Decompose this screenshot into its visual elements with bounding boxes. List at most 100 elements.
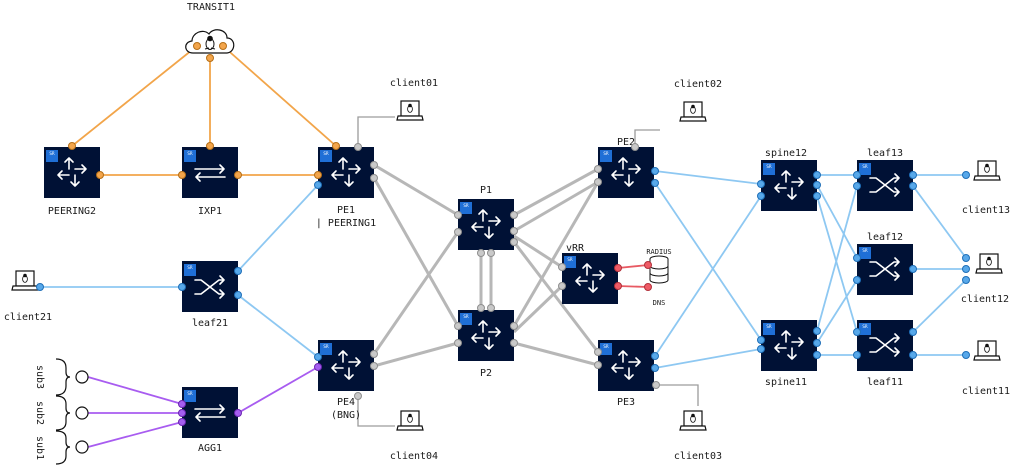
ixp1-bridge[interactable]: SR (182, 147, 238, 198)
peering2-router[interactable]: SR (44, 147, 100, 198)
port (178, 418, 186, 426)
port (853, 171, 861, 179)
client01-laptop[interactable] (396, 100, 424, 121)
links-grey (372, 163, 600, 368)
router-icon (774, 170, 804, 200)
sub1-circle[interactable] (75, 440, 89, 454)
port (651, 364, 659, 372)
subscriber-group: sub3 sub2 sub1 (34, 358, 89, 465)
leaf12-switch[interactable]: SR (857, 244, 913, 295)
sr-badge-text: SR (862, 248, 868, 253)
port (853, 328, 861, 336)
p2-label: P2 (480, 368, 492, 379)
sr-badge (320, 150, 332, 162)
p1-router[interactable]: SR (458, 199, 514, 250)
port (594, 178, 602, 186)
port (651, 167, 659, 175)
leaf21-switch[interactable]: SR (182, 261, 238, 312)
pe2-router[interactable]: SR (598, 147, 654, 198)
switch-icon (869, 333, 900, 357)
leaf21-label: leaf21 (192, 318, 228, 329)
laptop-icon (11, 270, 39, 291)
transit1-label: TRANSIT1 (187, 2, 235, 13)
port (178, 171, 186, 179)
port (813, 327, 821, 335)
laptop-icon (973, 160, 1001, 181)
sub3-brace (55, 358, 71, 396)
client04-laptop[interactable] (396, 410, 424, 431)
links-client-thin (357, 116, 699, 427)
agg1-label: AGG1 (198, 443, 222, 454)
linux-penguin-icon (204, 35, 216, 50)
port (510, 238, 518, 246)
client13-laptop[interactable] (973, 160, 1001, 181)
p2-router[interactable]: SR (458, 310, 514, 361)
port (594, 348, 602, 356)
spine11-router[interactable]: SR (761, 320, 817, 371)
sub2-circle[interactable] (75, 406, 89, 420)
port (314, 363, 322, 371)
p1-label: P1 (480, 185, 492, 196)
port (962, 265, 970, 273)
client12-laptop[interactable] (975, 253, 1003, 274)
port (909, 182, 917, 190)
links-blue (40, 170, 967, 369)
sub1-label: sub1 (34, 436, 45, 460)
router-icon (57, 157, 87, 187)
client11-laptop[interactable] (973, 340, 1001, 361)
port (813, 192, 821, 200)
client02-laptop[interactable] (679, 101, 707, 122)
router-icon (611, 350, 641, 380)
sr-badge-text: SR (49, 151, 55, 156)
laptop-icon (396, 100, 424, 121)
port (594, 165, 602, 173)
sr-badge-text: SR (603, 151, 609, 156)
port (594, 361, 602, 369)
router-icon (331, 350, 361, 380)
port (813, 351, 821, 359)
client04-label: client04 (390, 451, 438, 462)
sr-badge-text: SR (463, 203, 469, 208)
port (813, 181, 821, 189)
pe3-router[interactable]: SR (598, 340, 654, 391)
port (234, 409, 242, 417)
spine12-router[interactable]: SR (761, 160, 817, 211)
leaf13-switch[interactable]: SR (857, 160, 913, 211)
port (853, 351, 861, 359)
database-icon[interactable] (649, 255, 669, 284)
pe4-router[interactable]: SR (318, 340, 374, 391)
pe4-label: PE4 (337, 397, 355, 408)
links-purple (87, 366, 319, 448)
client21-laptop[interactable] (11, 270, 39, 291)
laptop-icon (396, 410, 424, 431)
client21-label: client21 (4, 312, 52, 323)
transit1-cloud[interactable] (185, 29, 235, 54)
bridge-icon (194, 164, 226, 182)
port (651, 352, 659, 360)
sub2-label: sub2 (34, 401, 45, 425)
port (206, 142, 214, 150)
port (314, 181, 322, 189)
pe1-router[interactable]: SR (318, 147, 374, 198)
port (510, 227, 518, 235)
client03-laptop[interactable] (679, 410, 707, 431)
port (510, 339, 518, 347)
sub3-circle[interactable] (75, 370, 89, 384)
sr-badge (859, 247, 871, 259)
port (206, 54, 214, 62)
leaf11-switch[interactable]: SR (857, 320, 913, 371)
sub2-brace (55, 395, 71, 431)
agg1-bridge[interactable]: SR (182, 387, 238, 438)
pe4-sublabel: (BNG) (331, 410, 361, 421)
vrr-router[interactable]: SR (562, 253, 618, 304)
sr-badge (600, 343, 612, 355)
sr-badge (184, 150, 196, 162)
port (234, 171, 242, 179)
router-icon (471, 320, 501, 350)
port (370, 174, 378, 182)
sr-badge (184, 390, 196, 402)
sr-badge (859, 323, 871, 335)
port (510, 322, 518, 330)
client01-label: client01 (390, 78, 438, 89)
